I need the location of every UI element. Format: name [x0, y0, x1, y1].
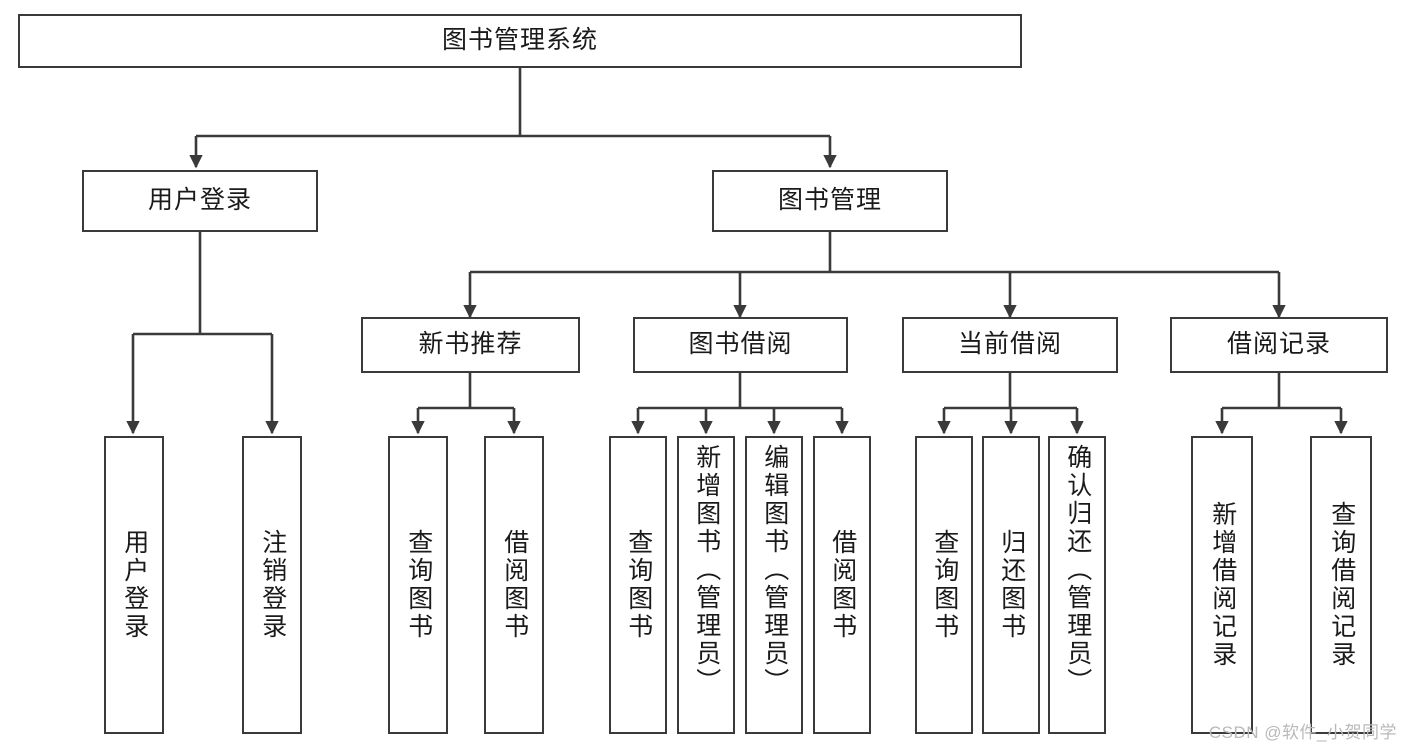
- node-leaf-query-borrow-record[interactable]: 查询借阅记录: [1310, 436, 1372, 734]
- node-leaf-add-borrow-record-label: 新增借阅记录: [1208, 501, 1237, 669]
- node-user-login[interactable]: 用户登录: [82, 170, 318, 232]
- node-leaf-borrow-book-2[interactable]: 借阅图书: [813, 436, 871, 734]
- node-leaf-query-book-2-label: 查询图书: [624, 529, 653, 641]
- node-current-borrow[interactable]: 当前借阅: [902, 317, 1118, 373]
- node-leaf-edit-book-admin-label: 编辑图书（管理员）: [760, 444, 789, 696]
- node-leaf-return-book-label: 归还图书: [997, 529, 1026, 641]
- node-leaf-logout-login-label: 注销登录: [258, 529, 287, 641]
- node-book-manage[interactable]: 图书管理: [712, 170, 948, 232]
- node-leaf-query-book-1[interactable]: 查询图书: [388, 436, 448, 734]
- node-leaf-user-login-label: 用户登录: [120, 529, 149, 641]
- node-leaf-edit-book-admin[interactable]: 编辑图书（管理员）: [745, 436, 803, 734]
- node-leaf-add-book-admin[interactable]: 新增图书（管理员）: [677, 436, 735, 734]
- node-root-system-label: 图书管理系统: [441, 26, 598, 55]
- node-borrow-record[interactable]: 借阅记录: [1170, 317, 1388, 373]
- node-leaf-add-borrow-record[interactable]: 新增借阅记录: [1191, 436, 1253, 734]
- node-leaf-logout-login[interactable]: 注销登录: [242, 436, 302, 734]
- node-borrow-record-label: 借阅记录: [1226, 330, 1331, 359]
- node-new-book-recommend-label: 新书推荐: [418, 330, 523, 359]
- node-leaf-query-book-3[interactable]: 查询图书: [915, 436, 973, 734]
- node-leaf-confirm-return-admin[interactable]: 确认归还（管理员）: [1048, 436, 1106, 734]
- node-leaf-query-book-2[interactable]: 查询图书: [609, 436, 667, 734]
- node-book-borrow-label: 图书借阅: [688, 330, 793, 359]
- node-book-borrow[interactable]: 图书借阅: [633, 317, 848, 373]
- node-leaf-borrow-book-1-label: 借阅图书: [500, 529, 529, 641]
- node-new-book-recommend[interactable]: 新书推荐: [361, 317, 580, 373]
- node-leaf-query-book-3-label: 查询图书: [930, 529, 959, 641]
- node-leaf-return-book[interactable]: 归还图书: [982, 436, 1040, 734]
- node-leaf-user-login[interactable]: 用户登录: [104, 436, 164, 734]
- node-book-manage-label: 图书管理: [777, 186, 882, 215]
- node-user-login-label: 用户登录: [147, 186, 252, 215]
- node-leaf-query-book-1-label: 查询图书: [404, 529, 433, 641]
- node-leaf-query-borrow-record-label: 查询借阅记录: [1327, 501, 1356, 669]
- node-root-system[interactable]: 图书管理系统: [18, 14, 1022, 68]
- csdn-watermark: CSDN @软件_小贺同学: [1208, 723, 1397, 742]
- node-leaf-add-book-admin-label: 新增图书（管理员）: [692, 444, 721, 696]
- node-leaf-borrow-book-2-label: 借阅图书: [828, 529, 857, 641]
- node-current-borrow-label: 当前借阅: [957, 330, 1062, 359]
- node-leaf-borrow-book-1[interactable]: 借阅图书: [484, 436, 544, 734]
- node-leaf-confirm-return-admin-label: 确认归还（管理员）: [1063, 444, 1092, 696]
